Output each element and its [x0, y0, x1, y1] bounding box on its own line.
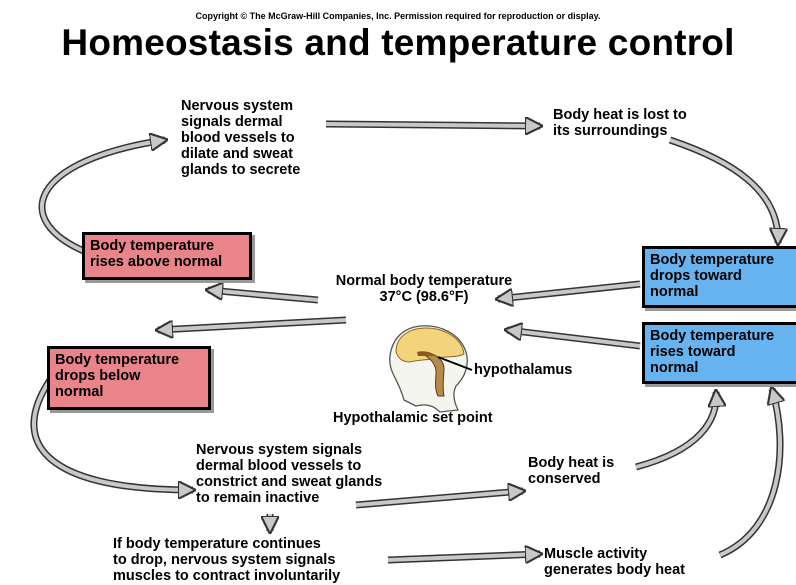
- label-set-point: Hypothalamic set point: [333, 410, 493, 426]
- head-profile-icon: [390, 326, 472, 412]
- node-shiver-signal: If body temperature continues to drop, n…: [113, 536, 340, 584]
- box-temp-rises-toward: Body temperature rises toward normal: [642, 322, 796, 384]
- label-hypothalamus: hypothalamus: [474, 362, 572, 378]
- node-heat-lost: Body heat is lost to its surroundings: [553, 107, 687, 139]
- arrow-muscle-to-rises-toward: [720, 389, 780, 555]
- node-nervous-dilate: Nervous system signals dermal blood vess…: [181, 98, 300, 178]
- node-nervous-constrict: Nervous system signals dermal blood vess…: [196, 442, 382, 506]
- node-normal-temp: Normal body temperature 37°C (98.6°F): [306, 273, 542, 305]
- box-temp-drops-toward: Body temperature drops toward normal: [642, 246, 796, 308]
- node-muscle-heat: Muscle activity generates body heat: [544, 546, 685, 578]
- node-heat-conserved: Body heat is conserved: [528, 455, 614, 487]
- box-temp-drops-below: Body temperature drops below normal: [47, 346, 211, 410]
- box-temp-rises-above: Body temperature rises above normal: [82, 232, 252, 280]
